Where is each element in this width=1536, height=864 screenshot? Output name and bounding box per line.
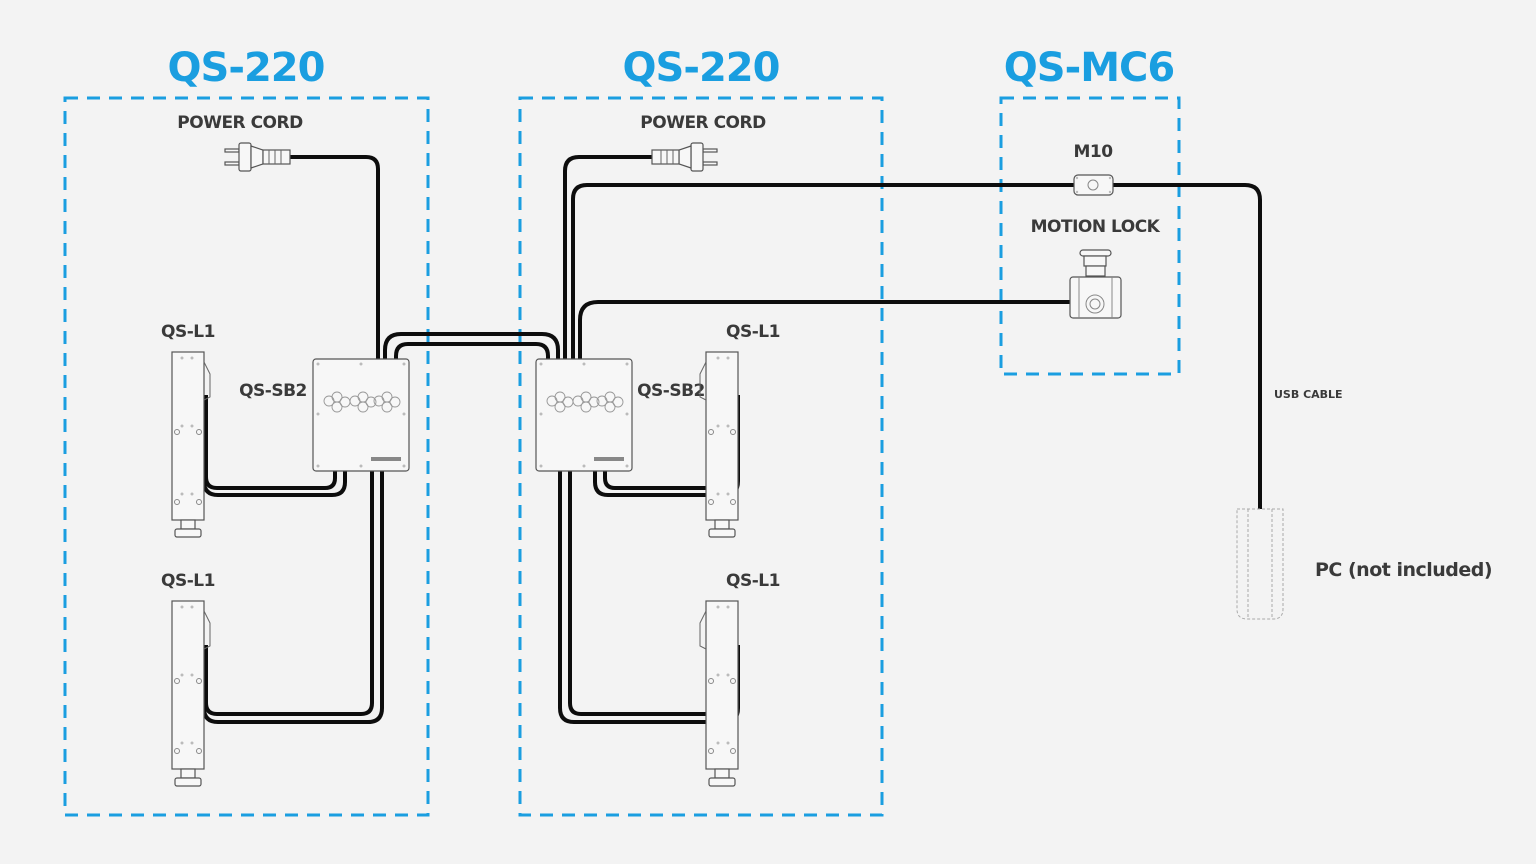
group-title-qs220-left: QS-220 bbox=[168, 45, 325, 91]
actuator-qs-l1-4 bbox=[699, 600, 739, 787]
cable-bridge-outer bbox=[383, 332, 560, 359]
pc-outline-icon bbox=[1236, 508, 1284, 620]
cable-power-left bbox=[290, 155, 380, 359]
label-actuator-3: QS-L1 bbox=[726, 322, 780, 342]
actuator-qs-l1-2 bbox=[171, 600, 211, 787]
cable-motion-lock bbox=[578, 300, 1070, 359]
label-power-cord-left: POWER CORD bbox=[177, 113, 303, 133]
label-actuator-1: QS-L1 bbox=[161, 322, 215, 342]
label-m10: M10 bbox=[1073, 142, 1113, 162]
cable-left-upper-actuator-b bbox=[202, 395, 347, 497]
group-title-qs220-right: QS-220 bbox=[623, 45, 780, 91]
label-controller-left: QS-SB2 bbox=[239, 381, 307, 401]
group-box-qs220-left bbox=[63, 96, 430, 817]
actuator-qs-l1-1 bbox=[171, 351, 211, 538]
power-plug-left-icon bbox=[224, 142, 291, 172]
cable-bridge-inner bbox=[394, 342, 550, 359]
cable-left-lower-actuator-a bbox=[204, 471, 374, 716]
power-plug-right-icon bbox=[651, 142, 718, 172]
label-usb-cable: USB CABLE bbox=[1274, 388, 1343, 401]
label-controller-right: QS-SB2 bbox=[637, 381, 705, 401]
cable-power-right bbox=[563, 155, 652, 359]
cable-left-lower-actuator-b bbox=[202, 471, 384, 724]
motion-lock-button-icon bbox=[1069, 249, 1122, 319]
label-motion-lock: MOTION LOCK bbox=[1031, 217, 1161, 237]
controller-qs-sb2-right bbox=[535, 358, 633, 472]
actuator-qs-l1-3 bbox=[699, 351, 739, 538]
label-actuator-2: QS-L1 bbox=[161, 571, 215, 591]
cable-left-upper-actuator-a bbox=[204, 395, 337, 490]
cables bbox=[202, 155, 1262, 724]
controller-qs-sb2-left bbox=[312, 358, 410, 472]
m10-module-icon bbox=[1073, 174, 1114, 196]
group-box-qsmc6 bbox=[999, 96, 1181, 376]
label-power-cord-right: POWER CORD bbox=[640, 113, 766, 133]
label-actuator-4: QS-L1 bbox=[726, 571, 780, 591]
cable-m10-usb bbox=[571, 183, 1262, 509]
group-title-qsmc6: QS-MC6 bbox=[1004, 45, 1174, 91]
label-pc: PC (not included) bbox=[1315, 559, 1492, 581]
group-box-qs220-right bbox=[518, 96, 884, 817]
